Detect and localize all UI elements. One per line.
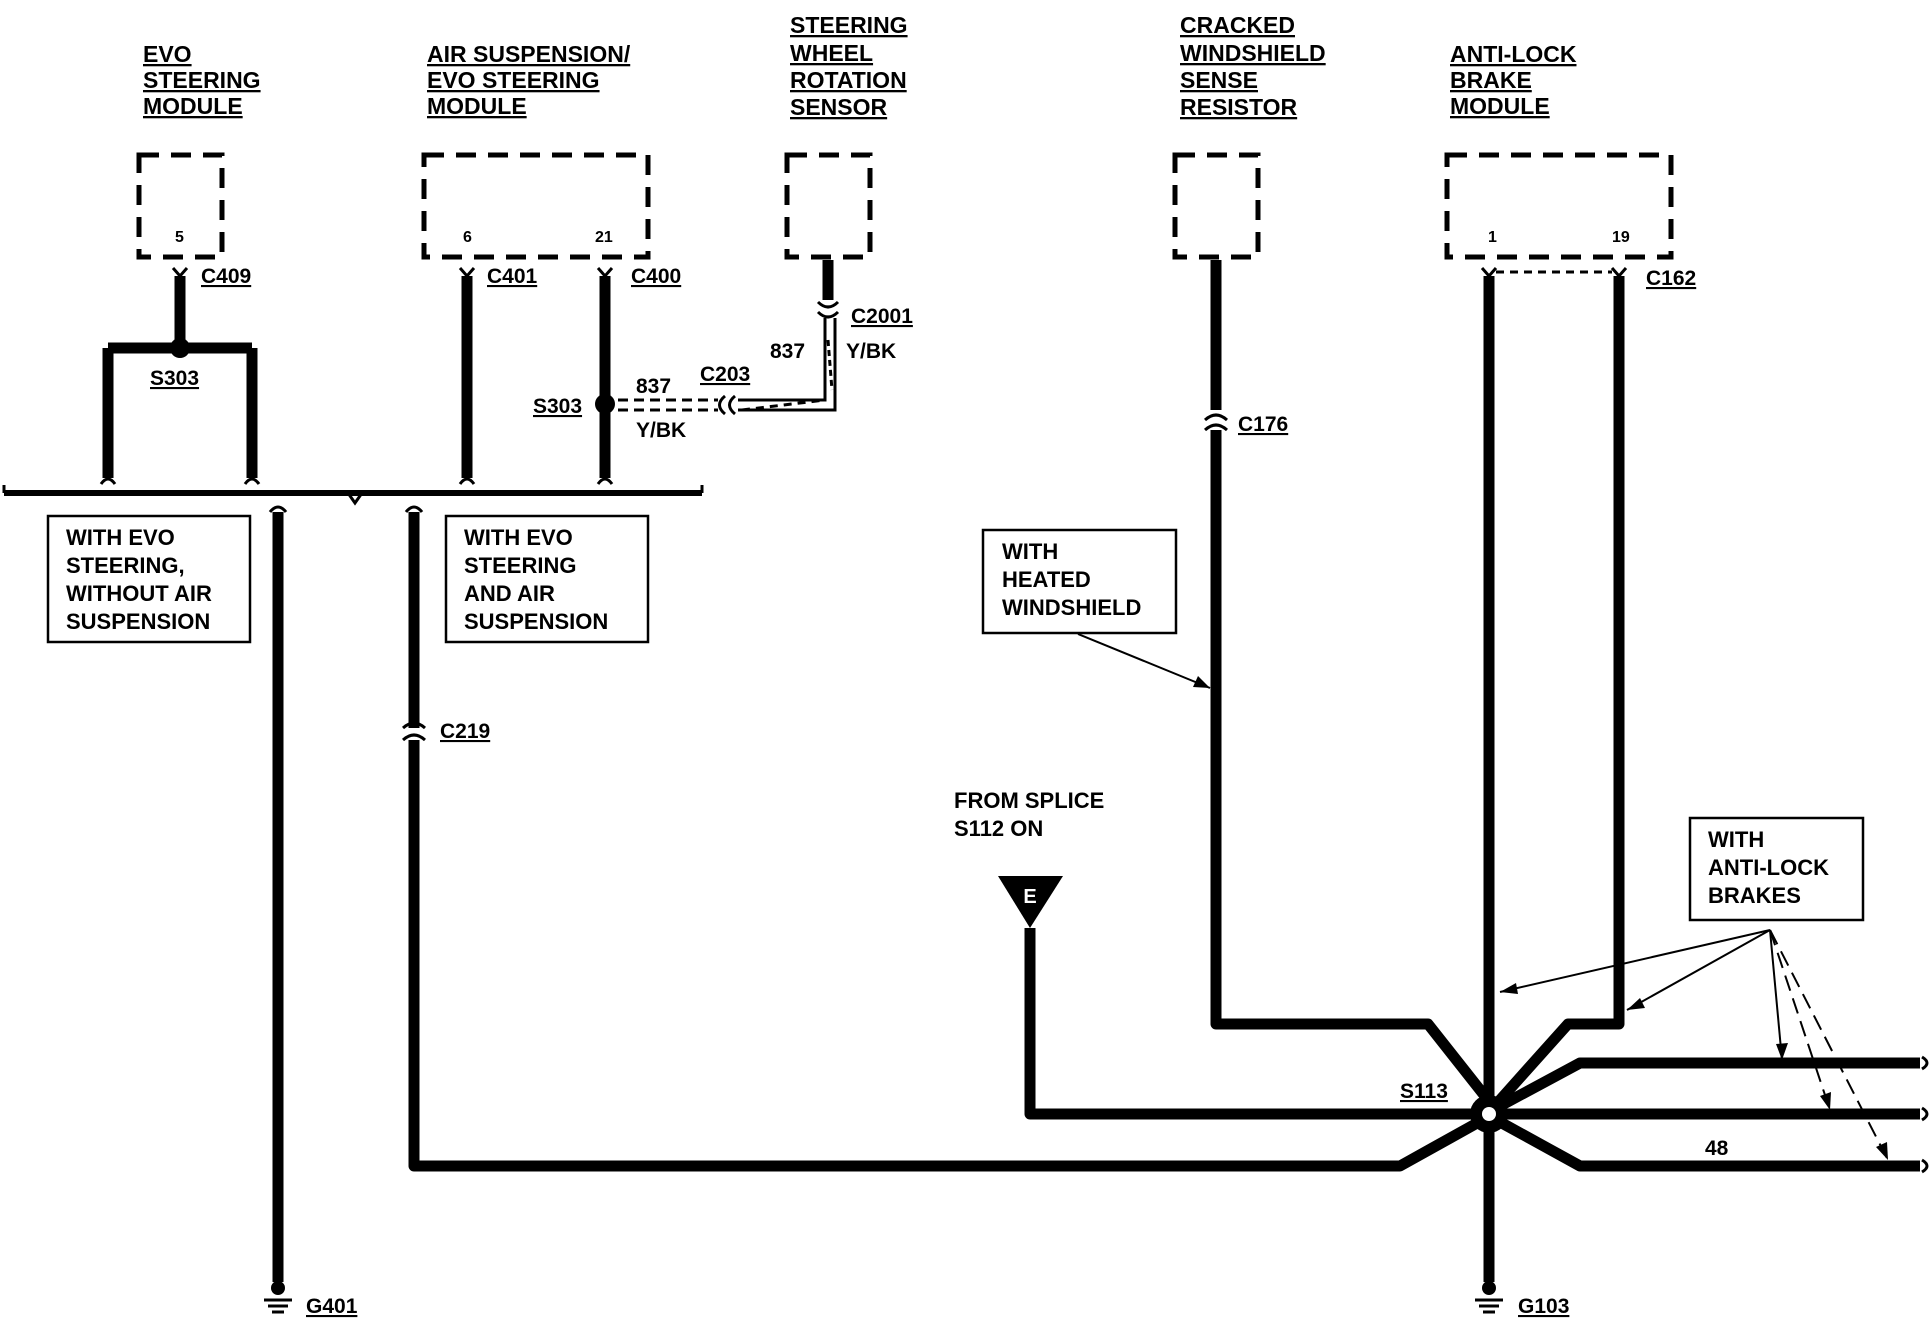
abs-title-line3: MODULE <box>1450 93 1550 119</box>
heated-windshield-arrow <box>1077 633 1211 689</box>
splice-s303-left: S303 <box>150 367 199 390</box>
abs-module-title: ANTI-LOCK BRAKE MODULE <box>1450 41 1577 119</box>
abs-module-box <box>1444 152 1674 260</box>
sensor-title-line3: ROTATION <box>790 67 907 93</box>
note-evo-air-line1: WITH EVO <box>464 525 573 550</box>
note-evo-no-air-line1: WITH EVO <box>66 525 175 550</box>
connector-c219: C219 <box>440 720 490 743</box>
ground-symbol-g103 <box>1475 1281 1503 1314</box>
harness-bracket <box>2 485 704 506</box>
abs-pin-1: 1 <box>1488 229 1497 246</box>
note-evo-no-air: WITH EVO STEERING, WITHOUT AIR SUSPENSIO… <box>46 514 252 644</box>
anti-lock-arrows <box>1499 929 1889 1161</box>
cracked-resistor-title: CRACKED WINDSHIELD SENSE RESISTOR <box>1180 12 1326 120</box>
air-susp-module-title: AIR SUSPENSION/ EVO STEERING MODULE <box>427 41 631 119</box>
air-susp-module-box <box>421 152 651 260</box>
resistor-title-line2: WINDSHIELD <box>1180 40 1326 66</box>
resistor-title-line4: RESISTOR <box>1180 94 1298 120</box>
evo-module-title-line2: STEERING <box>143 67 261 93</box>
note-heated-line2: HEATED <box>1002 567 1091 592</box>
wire-color-ybk-b: Y/BK <box>846 340 896 363</box>
splice-e-marker: E <box>998 876 1063 928</box>
splice-s303-right: S303 <box>533 395 582 418</box>
note-anti-lock: WITH ANTI-LOCK BRAKES <box>1688 816 1865 922</box>
s113-splice <box>1470 1055 1929 1282</box>
air-susp-module-wiring <box>458 267 615 485</box>
splice-e-wire <box>1024 928 1476 1120</box>
air-susp-title-line3: MODULE <box>427 93 527 119</box>
evo-module-title-line3: MODULE <box>143 93 243 119</box>
evo-module-title-line1: EVO <box>143 41 192 67</box>
evo-module-title: EVO STEERING MODULE <box>143 41 261 119</box>
evo-pin-5: 5 <box>175 229 184 246</box>
heated-windshield-arrowhead <box>1193 676 1210 688</box>
note-anti-lock-line1: WITH <box>1708 827 1764 852</box>
air-susp-title-line2: EVO STEERING <box>427 67 600 93</box>
note-heated-windshield: WITH HEATED WINDSHIELD <box>981 528 1178 635</box>
note-anti-lock-line2: ANTI-LOCK <box>1708 855 1829 880</box>
sensor-title-line2: WHEEL <box>790 40 873 66</box>
connector-c176: C176 <box>1238 413 1288 436</box>
wire-color-ybk-a: Y/BK <box>636 419 686 442</box>
note-heated-line1: WITH <box>1002 539 1058 564</box>
abs-module-wiring <box>1480 267 1628 1105</box>
abs-title-line1: ANTI-LOCK <box>1450 41 1577 67</box>
connector-c401: C401 <box>487 265 538 288</box>
connector-c203: C203 <box>700 363 750 386</box>
wire-circuit-837-b: 837 <box>770 340 805 363</box>
steering-sensor-title: STEERING WHEEL ROTATION SENSOR <box>790 12 908 120</box>
splice-e-letter: E <box>1023 886 1036 908</box>
note-evo-air: WITH EVO STEERING AND AIR SUSPENSION <box>444 514 650 644</box>
from-splice-line1: FROM SPLICE <box>954 788 1104 813</box>
cracked-resistor-wiring <box>1203 260 1493 1104</box>
note-evo-no-air-line2: STEERING, <box>66 553 185 578</box>
steering-sensor-wiring <box>816 260 840 319</box>
sensor-title-line4: SENSOR <box>790 94 888 120</box>
splice-s113: S113 <box>1400 1080 1448 1103</box>
abs-title-line2: BRAKE <box>1450 67 1532 93</box>
note-evo-air-line3: AND AIR <box>464 581 555 606</box>
wire-circuit-837-a: 837 <box>636 375 671 398</box>
abs-pin-19: 19 <box>1612 229 1630 246</box>
c219-wiring <box>401 505 1491 1172</box>
note-evo-air-line4: SUSPENSION <box>464 609 608 634</box>
air-susp-title-line1: AIR SUSPENSION/ <box>427 41 631 67</box>
note-evo-no-air-line3: WITHOUT AIR <box>66 581 212 606</box>
ground-symbol-g401 <box>264 1281 292 1314</box>
air-susp-pin-6: 6 <box>463 229 472 246</box>
wire-circuit-48: 48 <box>1705 1137 1729 1160</box>
sensor-title-line1: STEERING <box>790 12 908 38</box>
ground-g103: G103 <box>1518 1295 1569 1318</box>
note-heated-line3: WINDSHIELD <box>1002 595 1141 620</box>
note-evo-air-line2: STEERING <box>464 553 576 578</box>
resistor-title-line3: SENSE <box>1180 67 1258 93</box>
wire-837-link <box>618 318 837 416</box>
from-splice-line2: S112 ON <box>954 816 1043 841</box>
resistor-title-line1: CRACKED <box>1180 12 1295 38</box>
evo-module-wiring <box>99 267 261 485</box>
air-susp-pin-21: 21 <box>595 229 613 246</box>
evo-module-box <box>136 152 225 260</box>
note-evo-no-air-line4: SUSPENSION <box>66 609 210 634</box>
connector-c409: C409 <box>201 265 251 288</box>
connector-c2001: C2001 <box>851 305 913 328</box>
g401-wiring <box>268 505 288 1282</box>
note-anti-lock-line3: BRAKES <box>1708 883 1801 908</box>
connector-c162: C162 <box>1646 267 1696 290</box>
ground-g401: G401 <box>306 1295 358 1318</box>
cracked-resistor-box <box>1172 152 1261 260</box>
connector-c400: C400 <box>631 265 681 288</box>
steering-sensor-box <box>784 152 873 260</box>
